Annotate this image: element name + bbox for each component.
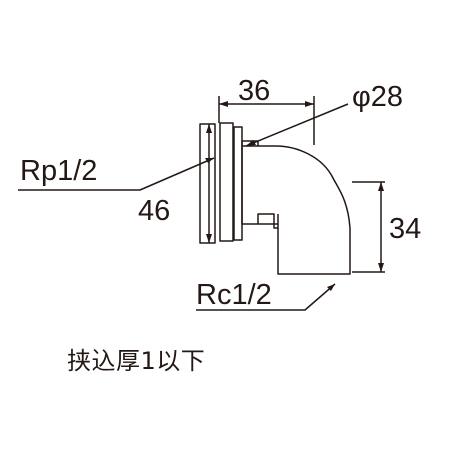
flange-plate-outer	[199, 123, 216, 244]
elbow-body	[241, 140, 351, 275]
diameter-arrow	[246, 140, 256, 146]
height-label: 46	[138, 195, 170, 227]
flange-gasket	[233, 126, 243, 241]
inlet-thread-leader	[18, 157, 215, 191]
drop-arrow-top	[378, 182, 384, 191]
width-label: 36	[238, 75, 270, 107]
height-arrow-top	[206, 124, 212, 133]
outlet-thread-label: Rc1/2	[196, 279, 272, 311]
height-arrow-bottom	[206, 234, 212, 243]
drop-label: 34	[389, 213, 421, 245]
inlet-thread-label: Rp1/2	[20, 155, 97, 187]
width-arrow-right	[305, 101, 314, 107]
diameter-leader	[245, 103, 349, 147]
diameter-label: φ28	[352, 81, 403, 113]
inlet-leader-arrow	[205, 158, 214, 163]
clamp-thickness-note: 挟込厚1以下	[67, 347, 206, 375]
flange-plate-inner	[219, 122, 234, 242]
drop-arrow-bottom	[378, 263, 384, 272]
outlet-thread-leader	[196, 283, 336, 311]
outlet-leader-arrow	[327, 284, 335, 291]
width-arrow-left	[219, 101, 228, 107]
